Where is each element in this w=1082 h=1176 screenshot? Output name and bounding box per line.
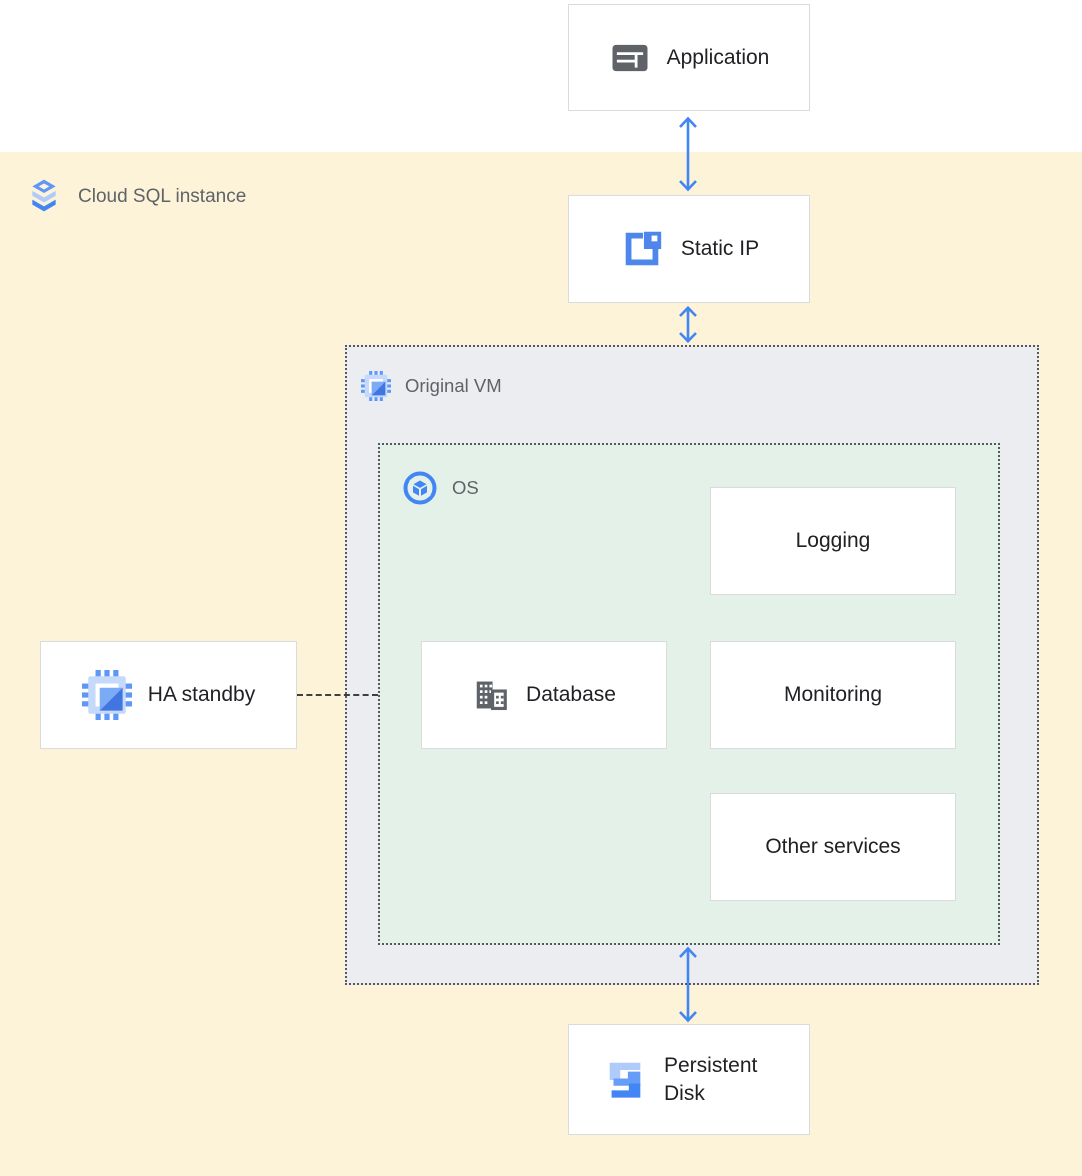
compute-engine-icon: [81, 670, 132, 720]
static-ip-node: Static IP: [568, 195, 810, 303]
original-vm-label: Original VM: [361, 371, 502, 401]
application-window-icon: [609, 37, 651, 79]
persistent-disk-text: Persistent Disk: [664, 1053, 758, 1105]
static-ip-text: Static IP: [680, 237, 760, 260]
datacenter-building-icon: [472, 676, 510, 714]
dashed-line-ha-standby-os: [297, 694, 378, 696]
monitoring-text: Monitoring: [783, 683, 883, 706]
application-text: Application: [666, 45, 770, 69]
arrow-application-static-ip: [676, 116, 700, 192]
database-node: Database: [421, 641, 667, 749]
application-node: Application: [568, 4, 810, 111]
static-ip-icon: [619, 226, 665, 272]
cloud-sql-instance-label: Cloud SQL instance: [24, 177, 246, 217]
os-icon: [402, 470, 438, 506]
other-services-node: Other services: [710, 793, 956, 901]
ha-standby-text: HA standby: [147, 683, 256, 706]
arrow-static-ip-original-vm: [676, 306, 700, 343]
arrow-os-persistent-disk: [676, 946, 700, 1023]
monitoring-node: Monitoring: [710, 641, 956, 749]
persistent-disk-icon: [602, 1057, 648, 1103]
os-label: OS: [402, 470, 479, 506]
database-text: Database: [526, 683, 616, 706]
ha-standby-node: HA standby: [40, 641, 297, 749]
logging-text: Logging: [795, 529, 871, 552]
persistent-disk-node: Persistent Disk: [568, 1024, 810, 1135]
cloud-sql-instance-text: Cloud SQL instance: [78, 186, 247, 207]
other-services-text: Other services: [765, 835, 901, 858]
logging-node: Logging: [710, 487, 956, 595]
cloud-sql-icon: [24, 177, 64, 217]
os-text: OS: [452, 477, 479, 498]
compute-engine-icon: [361, 371, 391, 401]
original-vm-text: Original VM: [405, 375, 502, 396]
